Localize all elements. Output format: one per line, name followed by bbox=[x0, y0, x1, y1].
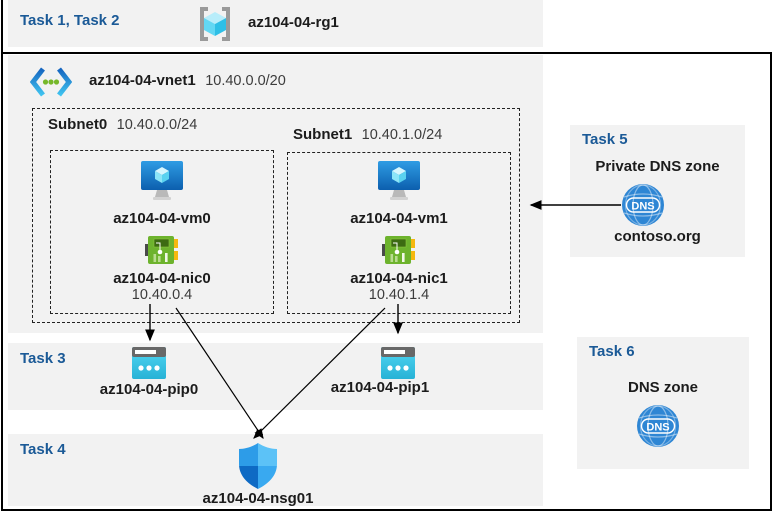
task3-label: Task 3 bbox=[20, 350, 66, 367]
vm0-name: az104-04-vm0 bbox=[113, 210, 211, 227]
task6-panel: Task 6 DNS zone DNS bbox=[577, 337, 749, 469]
dns-icon-label: DNS bbox=[631, 201, 654, 213]
network-interface-icon bbox=[145, 236, 178, 264]
figure-border-left-segment bbox=[1, 0, 3, 54]
dns-globe-icon: DNS bbox=[637, 405, 679, 447]
task5-panel: Task 5 Private DNS zone DNS contoso.org bbox=[570, 125, 745, 257]
virtual-network-icon bbox=[30, 67, 72, 97]
task4-label: Task 4 bbox=[20, 441, 66, 458]
nic1-name: az104-04-nic1 bbox=[350, 270, 448, 287]
subnet1-title: Subnet1 10.40.1.0/24 bbox=[293, 126, 442, 144]
vnet-panel: az104-04-vnet1 10.40.0.0/20 Subnet0 10.4… bbox=[8, 55, 543, 333]
virtual-machine-icon bbox=[141, 161, 183, 200]
subnets-outer-boundary: Subnet0 10.40.0.0/24 Subnet1 10.40.1.0/2… bbox=[32, 108, 520, 323]
pip1-name: az104-04-pip1 bbox=[330, 379, 430, 396]
task1-task2-label: Task 1, Task 2 bbox=[20, 12, 120, 29]
subnet1-box: az104-04-vm1 az104-04-nic1 10.40.1.4 bbox=[287, 152, 511, 314]
nsg-name: az104-04-nsg01 bbox=[202, 490, 314, 507]
dns-zone-title: DNS zone bbox=[627, 379, 698, 396]
public-ip-icon bbox=[381, 347, 415, 379]
dns-globe-icon: DNS bbox=[622, 184, 664, 226]
task3-panel: Task 3 az104-04-pip0 az104-04-pip1 bbox=[8, 343, 543, 410]
task5-label: Task 5 bbox=[582, 131, 628, 148]
subnet0-cidr: 10.40.0.0/24 bbox=[116, 117, 198, 133]
resource-group-icon bbox=[200, 7, 230, 41]
vnet-title: az104-04-vnet1 10.40.0.0/20 bbox=[89, 72, 286, 90]
subnet0-title: Subnet0 10.40.0.0/24 bbox=[48, 116, 197, 134]
vm1-name: az104-04-vm1 bbox=[350, 210, 448, 227]
subnet1-name: Subnet1 bbox=[293, 126, 353, 143]
resource-group-name: az104-04-rg1 bbox=[248, 14, 339, 31]
network-interface-icon bbox=[382, 236, 415, 264]
figure-border bbox=[1, 52, 772, 511]
nic0-ip: 10.40.0.4 bbox=[131, 287, 193, 303]
vnet-cidr: 10.40.0.0/20 bbox=[205, 73, 286, 89]
dns-icon-label: DNS bbox=[646, 422, 669, 434]
task4-panel: Task 4 az104-04-nsg01 bbox=[8, 434, 543, 507]
nic0-name: az104-04-nic0 bbox=[113, 270, 211, 287]
public-ip-icon bbox=[132, 347, 166, 379]
subnet1-cidr: 10.40.1.0/24 bbox=[361, 127, 443, 143]
private-dns-zone-name: contoso.org bbox=[614, 228, 701, 245]
vnet-name: az104-04-vnet1 bbox=[89, 72, 196, 89]
nic1-ip: 10.40.1.4 bbox=[368, 287, 430, 303]
task6-label: Task 6 bbox=[589, 343, 635, 360]
task1-task2-panel: Task 1, Task 2 az104-04-rg1 bbox=[8, 0, 543, 47]
pip0-name: az104-04-pip0 bbox=[99, 381, 199, 398]
virtual-machine-icon bbox=[378, 161, 420, 200]
private-dns-zone-title: Private DNS zone bbox=[595, 158, 720, 175]
subnet0-name: Subnet0 bbox=[48, 116, 108, 133]
subnet0-box: az104-04-vm0 az104-04-nic0 10.40.0.4 bbox=[50, 150, 274, 314]
network-security-group-shield-icon bbox=[239, 443, 277, 489]
